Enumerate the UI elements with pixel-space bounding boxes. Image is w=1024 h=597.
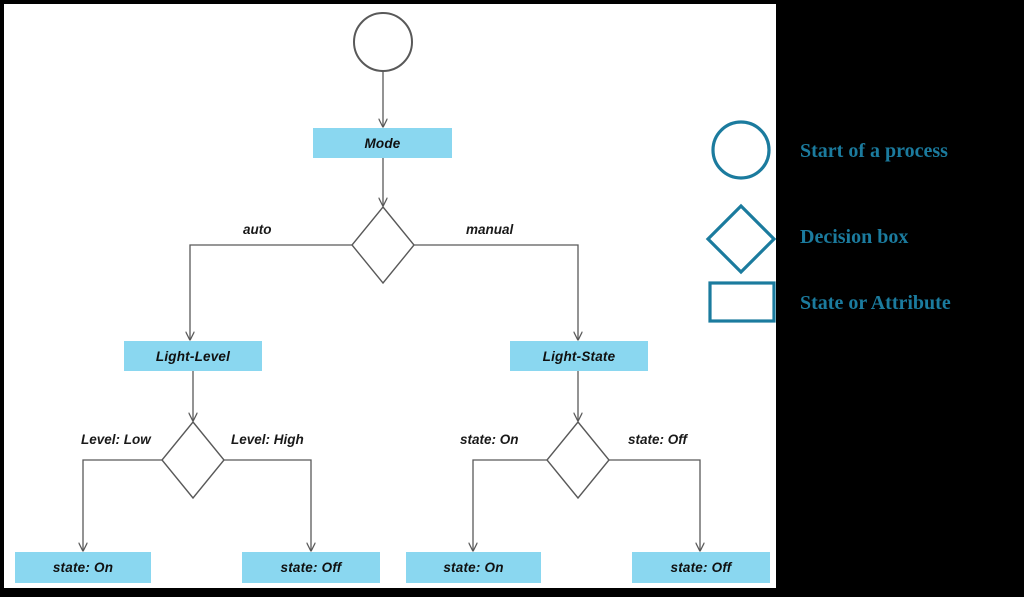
mode-decision-diamond [351,205,415,285]
edge-level-low [83,459,162,550]
legend-diamond-icon [705,203,777,275]
legend-label-state: State or Attribute [800,292,951,314]
node-manual-state-on-label: state: On [443,560,504,575]
node-mode[interactable]: Mode [313,128,452,158]
legend-rectangle-icon [708,281,776,323]
edge-label-state-on: state: On [460,432,519,447]
node-manual-state-on[interactable]: state: On [406,552,541,583]
node-light-level-label: Light-Level [155,348,231,364]
start-circle [353,12,413,72]
node-auto-state-on[interactable]: state: On [15,552,151,583]
node-auto-state-off-label: state: Off [280,560,342,575]
node-light-state[interactable]: Light-State [510,341,648,371]
edge-level-high [224,459,311,550]
node-light-state-label: Light-State [542,348,616,364]
legend-label-start: Start of a process [800,140,948,162]
edge-auto-branch [190,244,352,339]
edge-label-level-low: Level: Low [81,432,151,447]
node-light-level[interactable]: Light-Level [124,341,262,371]
edge-label-level-high: Level: High [231,432,304,447]
edge-label-state-off: state: Off [628,432,688,447]
level-decision-diamond [161,420,225,500]
legend-label-decision: Decision box [800,226,909,248]
diagram-canvas [4,4,776,588]
node-auto-state-off[interactable]: state: Off [242,552,380,583]
edge-manual-branch [414,244,578,339]
legend-circle-icon [711,120,771,180]
node-auto-state-on-label: state: On [52,560,114,575]
node-manual-state-off-label: state: Off [670,560,732,575]
node-manual-state-off[interactable]: state: Off [632,552,770,583]
edge-state-on [473,459,547,550]
edge-label-manual: manual [466,222,514,237]
node-mode-label: Mode [364,135,401,151]
edge-label-auto: auto [243,222,272,237]
state-decision-diamond [546,420,610,500]
edge-state-off [609,459,700,550]
